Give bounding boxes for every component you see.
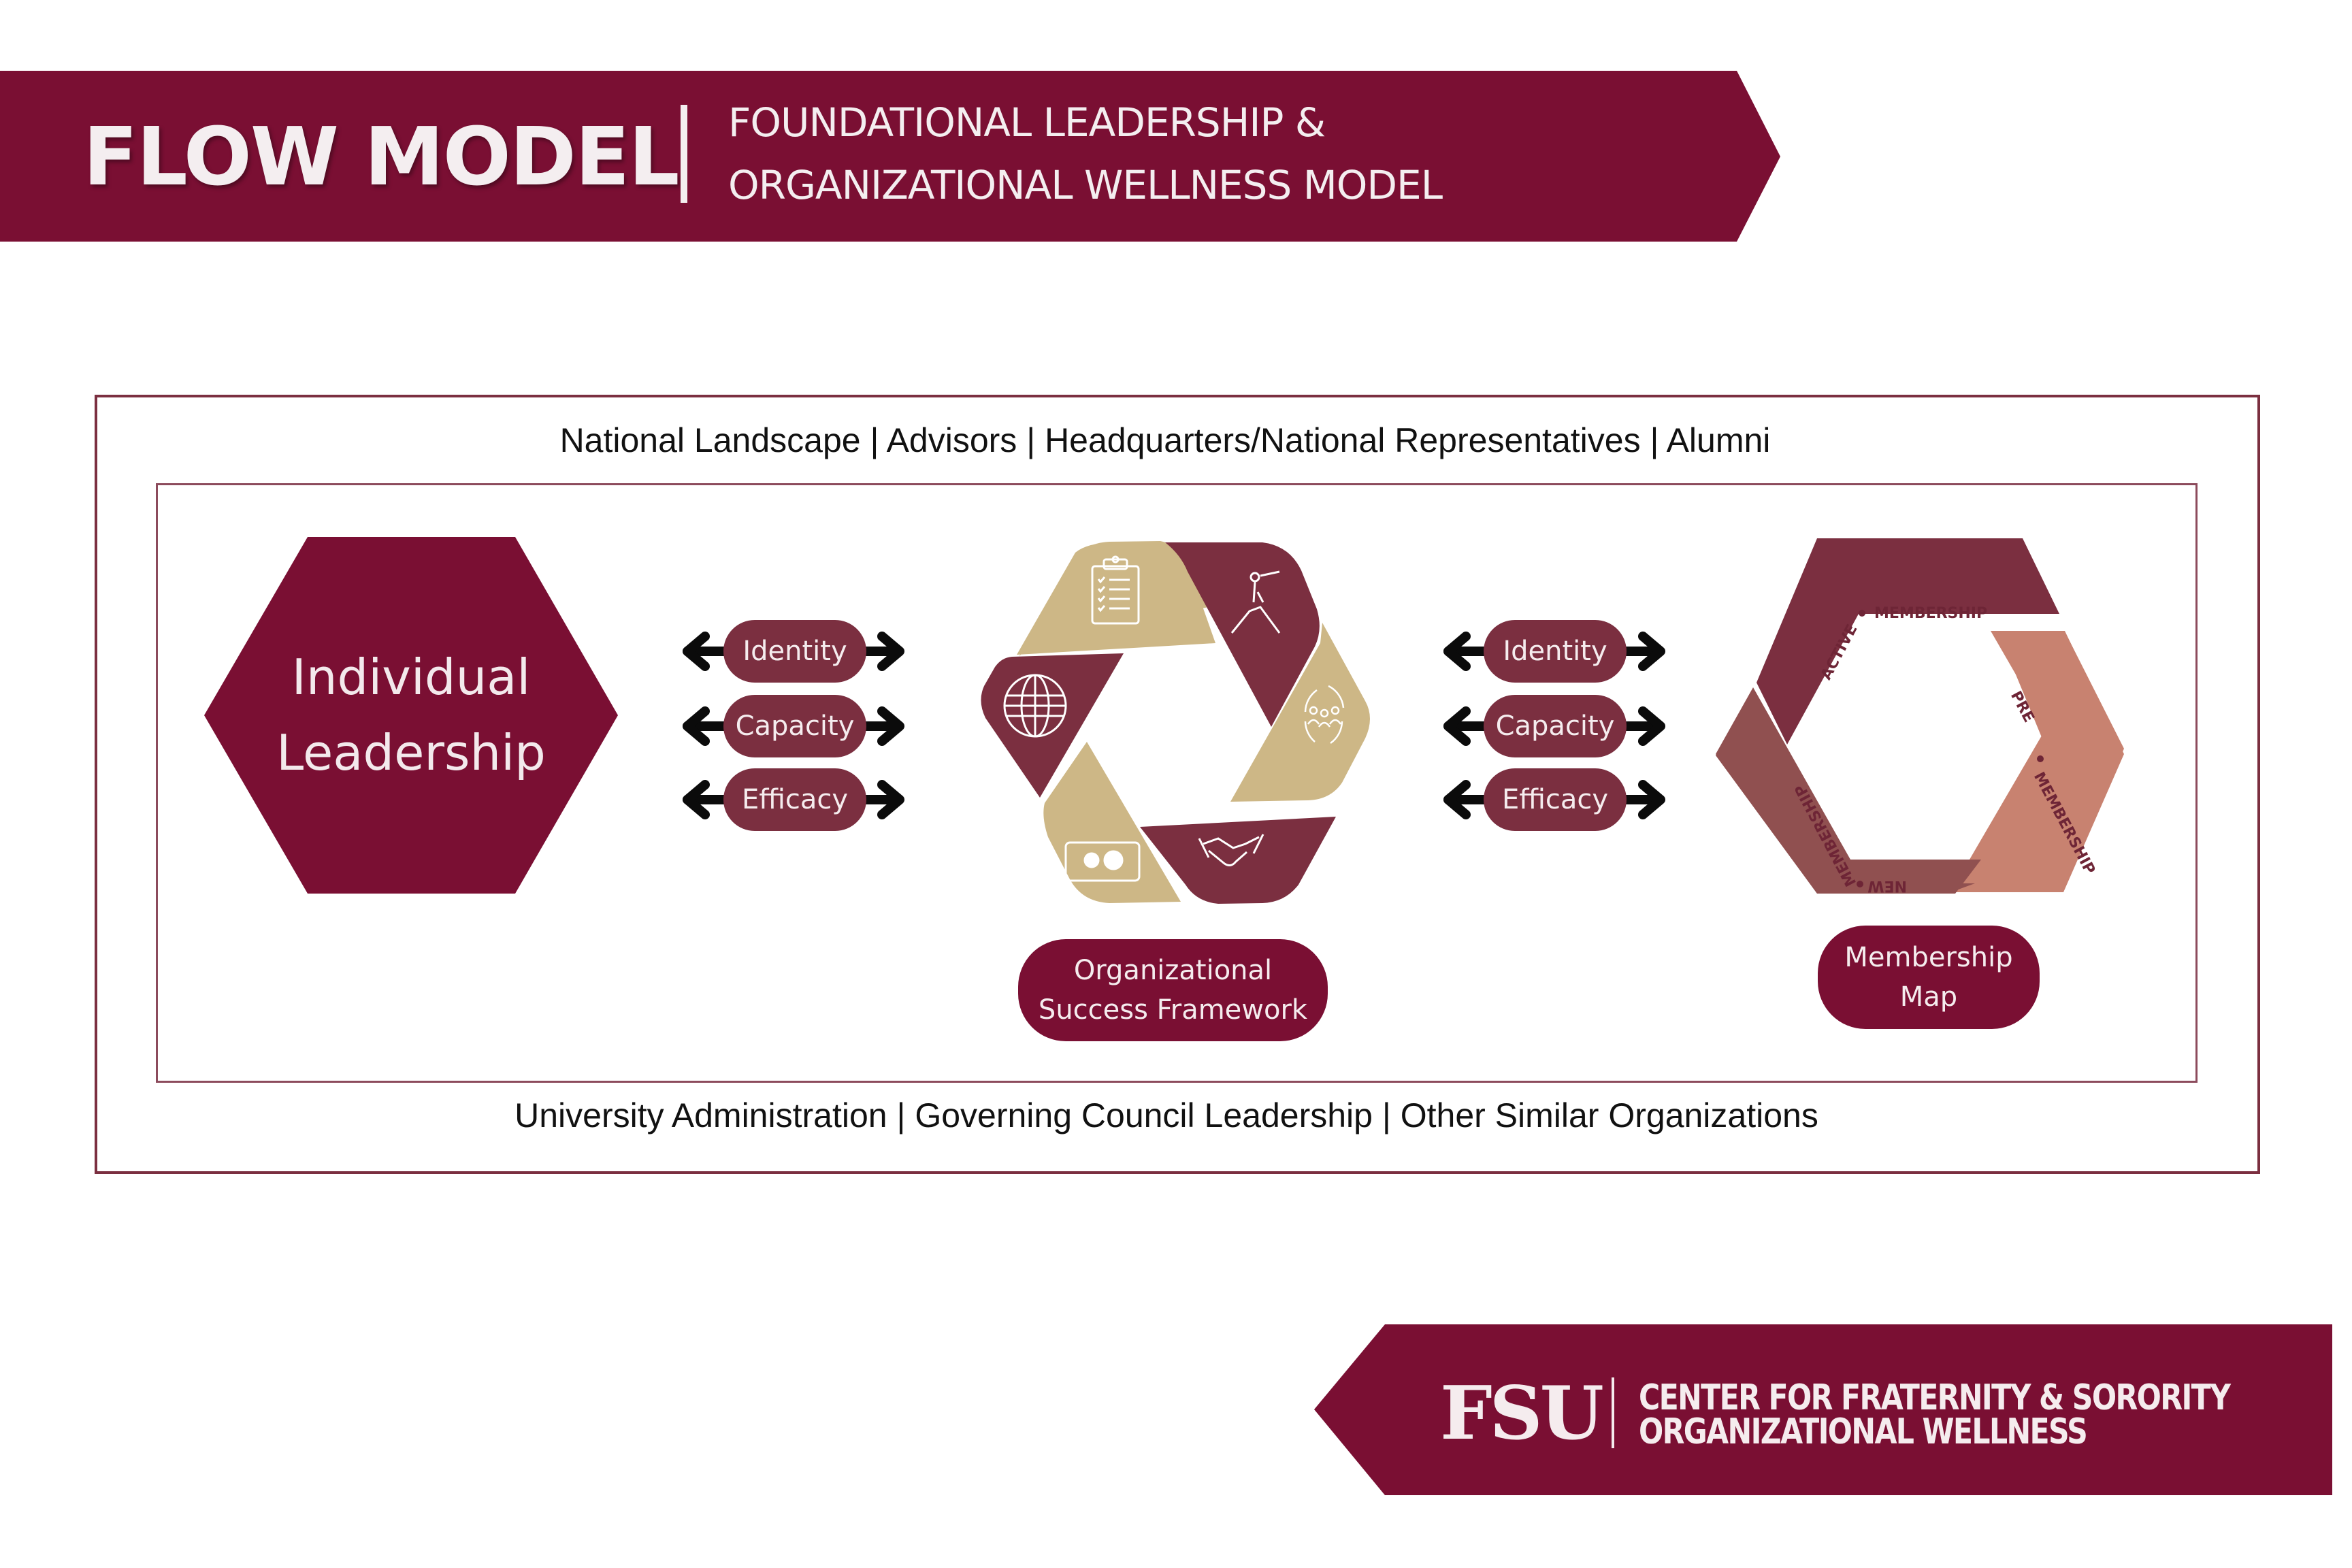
membership-label-line2: Map xyxy=(1899,981,1958,1013)
membership-segment-pre-main xyxy=(1950,631,2124,892)
handshake-icon xyxy=(1198,834,1264,866)
telescope-summit-icon xyxy=(1230,570,1281,634)
membership-segment-active xyxy=(1757,538,2059,745)
individual-leadership-line2: Leadership xyxy=(276,724,546,781)
page-title: FLOW MODEL xyxy=(83,110,680,203)
page-subtitle-line2: ORGANIZATIONAL WELLNESS MODEL xyxy=(728,162,1443,208)
external-context-bottom: University Administration | Governing Co… xyxy=(514,1096,1818,1134)
framework-segment-community xyxy=(1230,623,1370,802)
pill-capacity-left: Capacity xyxy=(723,695,866,757)
stage-active-membership-label: MEMBERSHIP xyxy=(1874,605,1988,622)
page-subtitle-line1: FOUNDATIONAL LEADERSHIP & xyxy=(728,99,1326,146)
framework-segment-vision xyxy=(1165,542,1320,727)
header-divider xyxy=(681,105,687,203)
footer-line1: CENTER FOR FRATERNITY & SORORITY xyxy=(1639,1377,2231,1418)
internal-model-frame xyxy=(156,483,2198,1083)
pre-dot xyxy=(2037,755,2044,762)
gears-process-icon xyxy=(1064,841,1141,882)
globe-icon xyxy=(1003,674,1067,738)
footer-line2: ORGANIZATIONAL WELLNESS xyxy=(1639,1411,2088,1452)
pill-efficacy-left: Efficacy xyxy=(723,768,866,831)
new-dot xyxy=(1857,881,1863,887)
membership-segment-new xyxy=(1716,693,1975,894)
organizational-success-framework-cycle xyxy=(981,541,1370,904)
framework-segment-operations xyxy=(1043,742,1181,903)
membership-segment-new-main xyxy=(1716,687,1981,894)
external-context-frame xyxy=(95,395,2260,1174)
individual-leadership-hexagon xyxy=(204,537,618,894)
membership-map-hexagon xyxy=(1716,538,2124,894)
footer-banner xyxy=(1314,1324,2332,1495)
active-dot xyxy=(1859,610,1865,617)
fsu-logo: FSU xyxy=(1440,1371,1604,1456)
pill-identity-left: Identity xyxy=(723,620,866,683)
membership-map-label: Membership Map xyxy=(1818,926,2040,1029)
clipboard-checklist-icon xyxy=(1091,555,1140,625)
external-context-top: National Landscape | Advisors | Headquar… xyxy=(559,421,1771,459)
header-banner xyxy=(0,71,1780,242)
stage-new-label: NEW xyxy=(1867,877,1907,894)
pill-efficacy-right: Efficacy xyxy=(1484,768,1627,831)
pill-identity-right: Identity xyxy=(1484,620,1627,683)
footer-divider xyxy=(1612,1377,1614,1448)
framework-label-line2: Success Framework xyxy=(1038,994,1308,1026)
team-cycle-icon xyxy=(1304,685,1345,745)
pill-capacity-right: Capacity xyxy=(1484,695,1627,757)
membership-label-line1: Membership xyxy=(1844,942,2013,973)
framework-segment-global xyxy=(981,653,1124,798)
individual-leadership-line1: Individual xyxy=(291,649,531,706)
framework-label-line1: Organizational xyxy=(1073,955,1273,986)
organizational-success-framework-label: Organizational Success Framework xyxy=(1018,939,1328,1041)
